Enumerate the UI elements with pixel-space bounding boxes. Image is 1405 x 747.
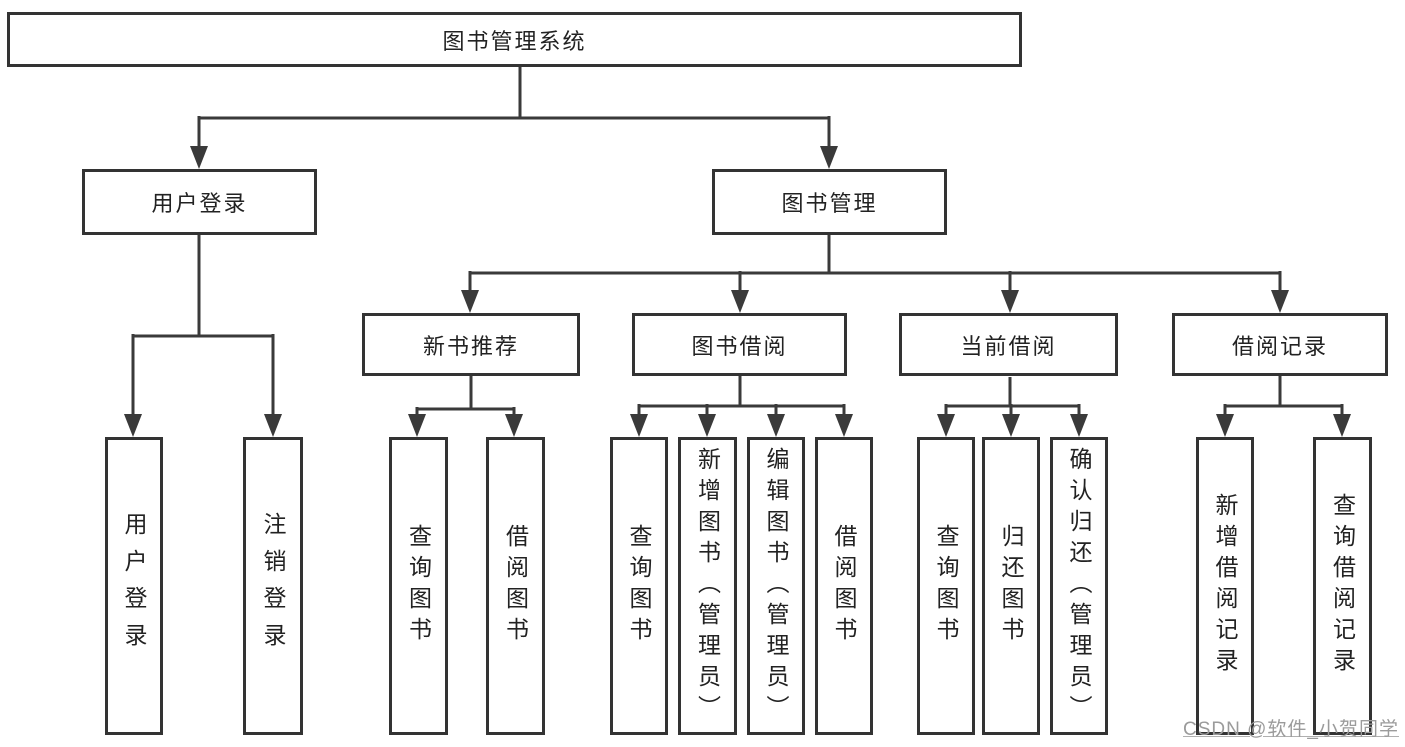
node-user-login: 用户登录 <box>82 169 317 235</box>
csdn-watermark: CSDN @软件_小贺同学 <box>1183 719 1399 740</box>
connector-root-to-level2 <box>190 67 838 169</box>
node-label: 查询借阅记录 <box>1329 493 1356 679</box>
node-edit-books-admin: 编辑图书（管理员） <box>747 437 805 735</box>
node-query-books: 查询图书 <box>610 437 668 735</box>
node-label: 借阅记录 <box>1231 333 1328 359</box>
connector-current-borrow-children <box>937 377 1088 437</box>
node-book-borrowing: 图书借阅 <box>632 313 847 376</box>
node-label: 编辑图书（管理员） <box>763 446 789 726</box>
node-label: 新增借阅记录 <box>1212 493 1238 679</box>
node-label: 查询图书 <box>405 524 432 648</box>
node-borrow-books: 借阅图书 <box>486 437 545 735</box>
node-label: 图书借阅 <box>691 333 788 359</box>
node-add-borrow-record: 新增借阅记录 <box>1196 437 1254 735</box>
node-query-borrow-record: 查询借阅记录 <box>1313 437 1372 735</box>
node-current-borrowing: 当前借阅 <box>899 313 1118 376</box>
node-label: 用户登录 <box>151 191 248 216</box>
node-book-management: 图书管理 <box>712 169 947 235</box>
node-borrowing-records: 借阅记录 <box>1172 313 1388 376</box>
node-label: 注销登录 <box>260 512 286 660</box>
connector-new-book-children <box>408 376 523 437</box>
node-label: 新书推荐 <box>422 333 519 359</box>
node-label: 确认归还（管理员） <box>1066 446 1092 726</box>
connector-book-borrow-children <box>630 376 853 437</box>
node-query-books: 查询图书 <box>917 437 975 735</box>
node-label: 查询图书 <box>933 524 959 648</box>
node-label: 用户登录 <box>121 512 147 660</box>
node-return-books: 归还图书 <box>982 437 1040 735</box>
node-label: 当前借阅 <box>960 333 1057 359</box>
node-label: 借阅图书 <box>831 524 857 648</box>
node-confirm-return-admin: 确认归还（管理员） <box>1050 437 1108 735</box>
node-label: 查询图书 <box>626 524 652 648</box>
node-new-book-recommendation: 新书推荐 <box>362 313 580 376</box>
node-library-management-system: 图书管理系统 <box>7 12 1022 67</box>
node-label: 图书管理系统 <box>442 28 587 54</box>
node-label: 借阅图书 <box>502 524 529 648</box>
node-label: 图书管理 <box>781 191 878 216</box>
node-user-login-leaf: 用户登录 <box>105 437 163 735</box>
node-add-books-admin: 新增图书（管理员） <box>678 437 737 735</box>
node-borrow-books: 借阅图书 <box>815 437 873 735</box>
connector-user-login-children <box>124 235 282 437</box>
node-logout: 注销登录 <box>243 437 303 735</box>
node-label: 新增图书（管理员） <box>694 446 721 726</box>
connector-book-mgmt-to-level3 <box>461 233 1289 313</box>
node-query-books: 查询图书 <box>389 437 448 735</box>
node-label: 归还图书 <box>998 524 1024 648</box>
connector-borrow-record-children <box>1216 376 1351 437</box>
